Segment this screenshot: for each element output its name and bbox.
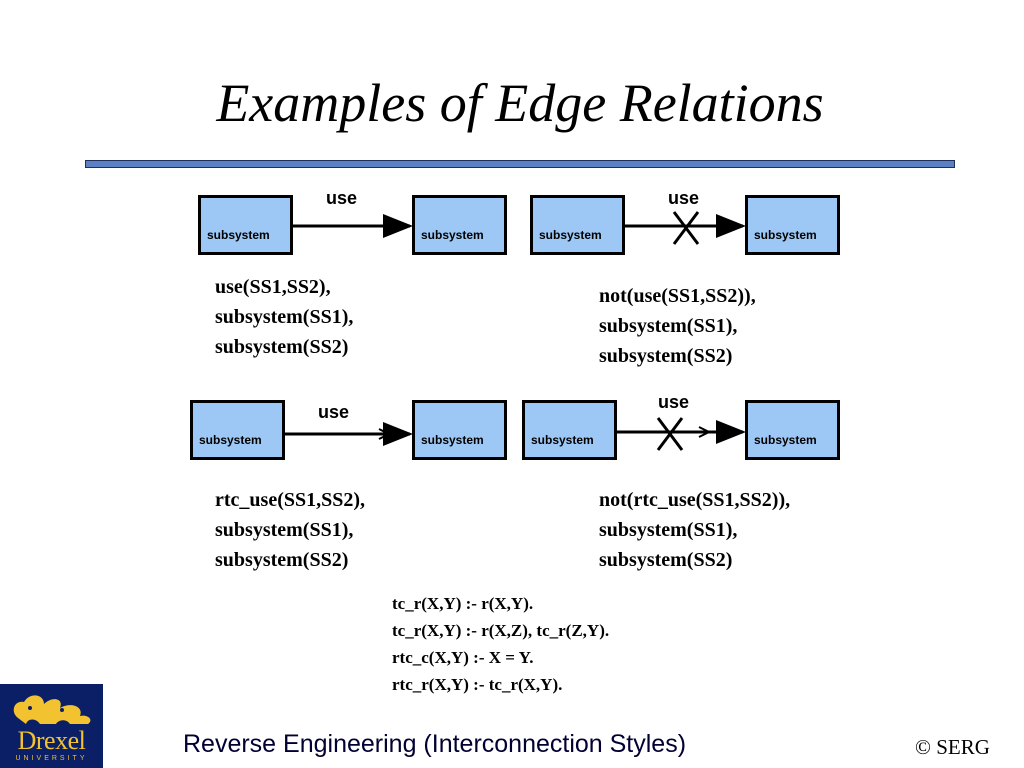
subsystem-box: subsystem (530, 195, 625, 255)
logo-subtitle: UNIVERSITY (15, 755, 88, 762)
negation-cross-icon (656, 417, 684, 451)
slide-footer: Reverse Engineering (Interconnection Sty… (183, 730, 687, 758)
transitive-arrowhead-icon (378, 428, 392, 440)
subsystem-label: subsystem (754, 228, 817, 242)
subsystem-box: subsystem (745, 400, 840, 460)
subsystem-label: subsystem (531, 433, 594, 447)
subsystem-label: subsystem (207, 228, 270, 242)
fact-line: rtc_use(SS1,SS2), (215, 489, 366, 511)
fact-line: subsystem(SS1), (599, 315, 738, 337)
closure-rules: tc_r(X,Y) :- r(X,Y). tc_r(X,Y) :- r(X,Z)… (392, 590, 609, 698)
fact-line: subsystem(SS2) (215, 549, 349, 571)
subsystem-label: subsystem (421, 433, 484, 447)
subsystem-label: subsystem (754, 433, 817, 447)
copyright-text: © SERG (915, 735, 990, 759)
fact-line: subsystem(SS1), (215, 306, 354, 328)
logo-wordmark: Drexel (17, 726, 86, 755)
drexel-logo: Drexel UNIVERSITY (0, 684, 103, 768)
facts-block: rtc_use(SS1,SS2), subsystem(SS1), subsys… (215, 485, 365, 575)
subsystem-label: subsystem (421, 228, 484, 242)
fact-line: subsystem(SS2) (599, 345, 733, 367)
fact-line: subsystem(SS2) (215, 336, 349, 358)
edge-label: use (326, 188, 358, 208)
facts-block: not(use(SS1,SS2)), subsystem(SS1), subsy… (599, 281, 756, 371)
subsystem-box: subsystem (190, 400, 285, 460)
subsystem-box: subsystem (412, 195, 507, 255)
rule-line: tc_r(X,Y) :- r(X,Z), tc_r(Z,Y). (392, 621, 610, 640)
fact-line: subsystem(SS2) (599, 549, 733, 571)
edge-label: use (668, 188, 700, 208)
rule-line: tc_r(X,Y) :- r(X,Y). (392, 594, 534, 613)
slide-title: Examples of Edge Relations (216, 73, 824, 133)
negation-cross-icon (672, 211, 700, 245)
subsystem-box: subsystem (745, 195, 840, 255)
edge-label: use (658, 392, 690, 412)
fact-line: use(SS1,SS2), (215, 276, 331, 298)
dragon-icon (13, 695, 91, 724)
fact-line: not(rtc_use(SS1,SS2)), (599, 489, 791, 511)
subsystem-label: subsystem (199, 433, 262, 447)
title-divider (85, 160, 955, 168)
facts-block: not(rtc_use(SS1,SS2)), subsystem(SS1), s… (599, 485, 790, 575)
transitive-arrowhead-icon (698, 426, 712, 438)
subsystem-box: subsystem (198, 195, 293, 255)
fact-line: not(use(SS1,SS2)), (599, 285, 756, 307)
rule-line: rtc_c(X,Y) :- X = Y. (392, 648, 534, 667)
subsystem-box: subsystem (412, 400, 507, 460)
subsystem-box: subsystem (522, 400, 617, 460)
fact-line: subsystem(SS1), (599, 519, 738, 541)
edge-label: use (318, 402, 350, 422)
rule-line: rtc_r(X,Y) :- tc_r(X,Y). (392, 675, 563, 694)
fact-line: subsystem(SS1), (215, 519, 354, 541)
subsystem-label: subsystem (539, 228, 602, 242)
facts-block: use(SS1,SS2), subsystem(SS1), subsystem(… (215, 272, 353, 362)
